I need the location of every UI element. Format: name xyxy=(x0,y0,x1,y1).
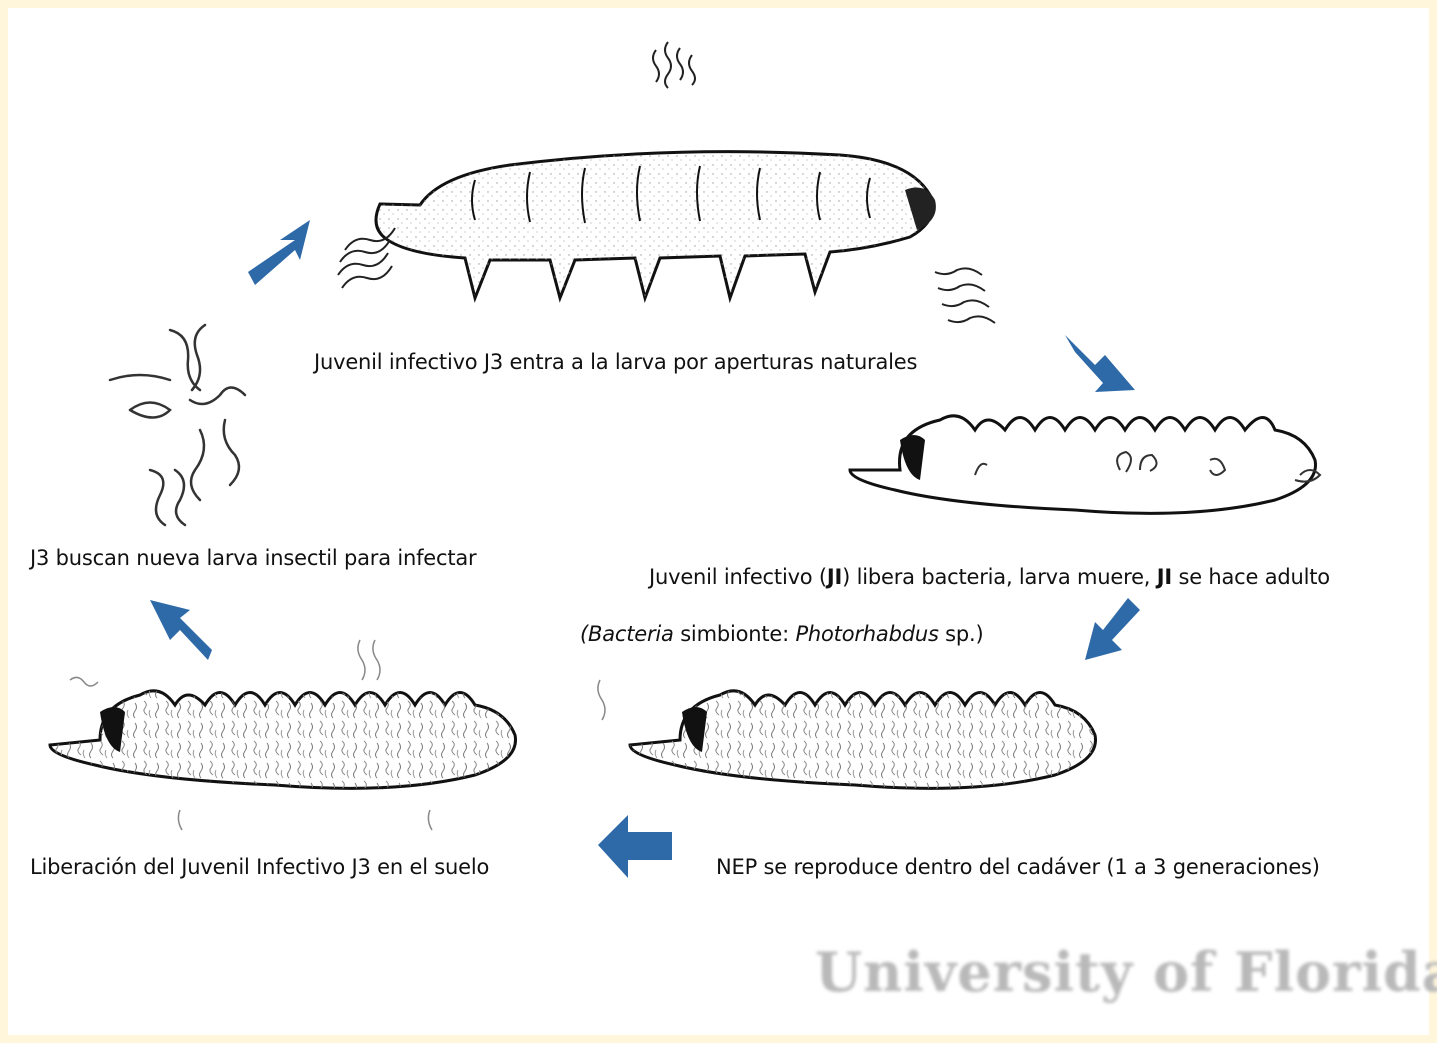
steam-icon-top xyxy=(653,42,695,88)
label-symbiont-suffix: sp.) xyxy=(939,622,984,646)
label-release-ji-2: JI xyxy=(1157,565,1172,589)
label-symbiont-open: ( xyxy=(580,622,588,646)
arrow-icon-up-left xyxy=(150,600,212,660)
nematode-squiggles-exit xyxy=(935,268,995,323)
arrow-icon-down-left xyxy=(1085,598,1140,660)
juveniles-in-soil xyxy=(110,325,245,525)
label-search: J3 buscan nueva larva insectil para infe… xyxy=(30,546,476,570)
label-symbiont-word: Bacteria xyxy=(588,622,674,646)
label-release-middle: ) libera bacteria, larva muere, xyxy=(842,565,1157,589)
larva-infected xyxy=(850,416,1320,514)
label-symbiont-genus: Photorhabdus xyxy=(795,622,938,646)
label-symbiont-middle: simbionte: xyxy=(674,622,796,646)
label-release-suffix: se hace adulto xyxy=(1172,565,1330,589)
arrow-icon-to-top xyxy=(248,220,310,285)
label-release-ji: JI xyxy=(827,565,842,589)
label-release-prefix: Juvenil infectivo ( xyxy=(649,565,827,589)
larva-releasing xyxy=(50,640,605,830)
label-reproduce: NEP se reproduce dentro del cadáver (1 a… xyxy=(716,855,1320,879)
arrow-icon-to-right xyxy=(1065,335,1135,392)
larva-healthy xyxy=(376,152,936,298)
label-release-bacteria: Juvenil infectivo (JI) libera bacteria, … xyxy=(649,565,1330,589)
larva-reproducing xyxy=(630,691,1096,789)
label-symbiont: (Bacteria simbionte: Photorhabdus sp.) xyxy=(580,622,984,646)
label-liberation: Liberación del Juvenil Infectivo J3 en e… xyxy=(30,855,489,879)
label-entry: Juvenil infectivo J3 entra a la larva po… xyxy=(314,350,917,374)
arrow-icon-left xyxy=(598,815,672,878)
nematode-squiggles-entry xyxy=(338,228,395,288)
credit-watermark: University of Florida xyxy=(815,940,1437,1004)
